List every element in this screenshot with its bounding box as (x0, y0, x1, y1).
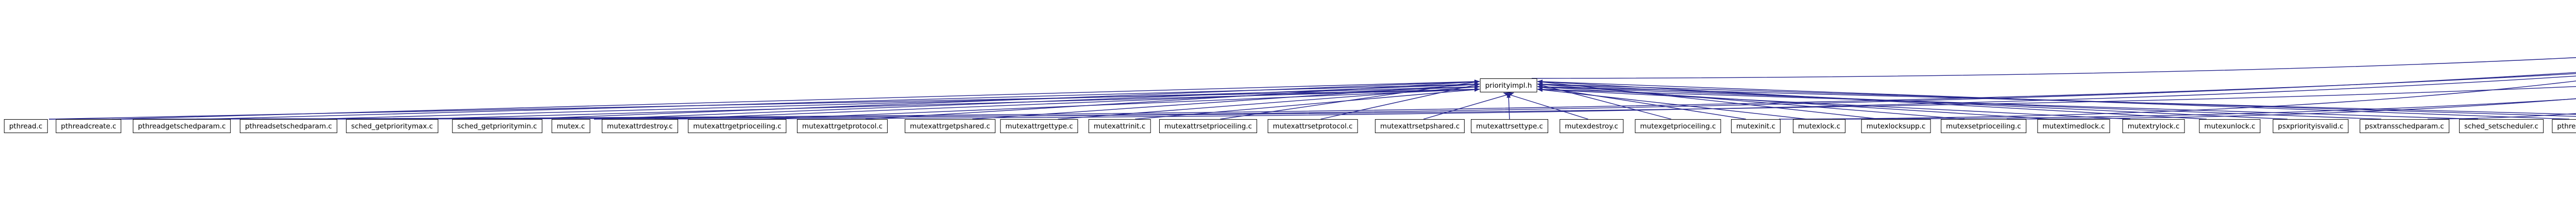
graph-node-mutexattrsetprioceiling_c[interactable]: mutexattrsetprioceiling.c (1159, 119, 1258, 133)
graph-edge-sched_setparam_c-to-priorityimpl_h (1537, 85, 2576, 115)
graph-node-pthreadsetschedparam_c[interactable]: pthreadsetschedparam.c (240, 119, 337, 133)
graph-node-sched_setscheduler_c[interactable]: sched_setscheduler.c (2459, 119, 2544, 133)
graph-node-mutexattrgetprotocol_c[interactable]: mutexattrgetprotocol.c (796, 119, 888, 133)
graph-edge-mutextrylock_c-to-priorityimpl_h (1537, 87, 2131, 120)
graph-edge-mutexattrsettype_c-to-priorityimpl_h (1506, 92, 1511, 120)
graph-node-pthreadgetschedparam_c[interactable]: pthreadgetschedparam.c (132, 119, 231, 133)
graph-node-sched_getprioritymin_c[interactable]: sched_getprioritymin.c (452, 119, 543, 133)
graph-edge-mutexattrgetpshared_c-to-priorityimpl_h (972, 82, 1480, 120)
graph-edge-sched_getprioritymin_c-to-priorityimpl_h (520, 79, 1480, 120)
graph-node-mutexgetprioceiling_c[interactable]: mutexgetprioceiling.c (1635, 119, 1721, 133)
graph-node-mutexinit_c[interactable]: mutexinit.c (1731, 119, 1781, 133)
graph-edge-mutexattrgettype_c-to-priorityimpl_h (1058, 85, 1480, 120)
graph-node-sched_getprioritymax_c[interactable]: sched_getprioritymax.c (346, 119, 438, 133)
graph-edge-mutexattrdestroy_c-to-priorityimpl_h (663, 85, 1480, 120)
graph-edge-mutexlock_c-to-types_h (1842, 98, 2576, 120)
graph-edge-priorityimpl_h-to-priority_h (1531, 57, 2576, 79)
graph-node-mutextimedlock_c[interactable]: mutextimedlock.c (2037, 119, 2110, 133)
graph-node-mutexdestroy_c[interactable]: mutexdestroy.c (1560, 119, 1623, 133)
graph-edge-mutexattrgetprotocol_c-to-priorityimpl_h (865, 79, 1480, 120)
graph-node-priorityimpl_h[interactable]: priorityimpl.h (1480, 78, 1537, 92)
graph-node-pthreadinitthreads_c[interactable]: pthreadinitthreads.c (2552, 119, 2576, 133)
graph-edge-mutexattrgetprioceiling_c-to-priorityimpl_h (760, 87, 1480, 120)
graph-node-mutexattrsetprotocol_c[interactable]: mutexattrsetprotocol.c (1267, 119, 1358, 133)
graph-node-mutextrylock_c[interactable]: mutextrylock.c (2122, 119, 2185, 133)
graph-node-mutexattrgetpshared_c[interactable]: mutexattrgetpshared.c (905, 119, 995, 133)
graph-edge-mutexattrsetpshared_c-to-priorityimpl_h (1423, 92, 1514, 120)
graph-edge-psxtransschedparam_c-to-types_h (2427, 113, 2576, 120)
graph-edge-mutex_c-to-priority_h (594, 75, 2576, 120)
graph-node-psxpriorityisvalid_c[interactable]: psxpriorityisvalid.c (2273, 119, 2349, 133)
graph-node-mutexattrgettype_c[interactable]: mutexattrgettype.c (1000, 119, 1078, 133)
graph-node-pthreadcreate_c[interactable]: pthreadcreate.c (56, 119, 122, 133)
graph-edge-sched_getprioritymax_c-to-priorityimpl_h (415, 87, 1480, 120)
graph-node-mutexunlock_c[interactable]: mutexunlock.c (2199, 119, 2261, 133)
graph-edge-mutexlocksupp_c-to-priorityimpl_h (1537, 80, 1880, 120)
graph-edge-pthreadsetschedparam_c-to-priorityimpl_h (311, 85, 1480, 120)
graph-node-mutexattrsettype_c[interactable]: mutexattrsettype.c (1471, 119, 1548, 133)
graph-edge-mutexattrinit_c-to-priorityimpl_h (1135, 87, 1480, 120)
graph-edge-mutexsetprioceiling_c-to-priority_h (2006, 98, 2576, 120)
graph-node-pthread_c[interactable]: pthread.c (4, 119, 48, 133)
graph-node-mutexattrinit_c[interactable]: mutexattrinit.c (1088, 119, 1151, 133)
graph-node-mutexattrgetprioceiling_c[interactable]: mutexattrgetprioceiling.c (688, 119, 787, 133)
graph-edge-mutexdestroy_c-to-priorityimpl_h (1503, 92, 1588, 120)
graph-edge-pthread_c-to-priority_h (48, 73, 2576, 120)
graph-edge-pthreadcreate_c-to-types_h (111, 86, 2576, 120)
graph-edge-mutexattrsetprioceiling_c-to-priorityimpl_h (1220, 80, 1480, 120)
graph-edge-pthreadcreate_c-to-priorityimpl_h (111, 79, 1480, 120)
graph-edge-pthreadsetschedparam_c-to-priority_h (311, 72, 2576, 120)
graph-node-mutexlock_c[interactable]: mutexlock.c (1792, 119, 1846, 133)
graph-edge-mutexinit_c-to-priorityimpl_h (1537, 85, 1746, 120)
graph-node-mutexattrsetpshared_c[interactable]: mutexattrsetpshared.c (1375, 119, 1465, 133)
graph-node-mutexsetprioceiling_c[interactable]: mutexsetprioceiling.c (1941, 119, 2026, 133)
graph-edge-mutex_c-to-priorityimpl_h (594, 82, 1480, 120)
graph-edge-mutexlock_c-to-priorityimpl_h (1537, 88, 1807, 120)
graph-edge-mutexinit_c-to-threadq_h (1778, 80, 2576, 120)
graph-node-psxtransschedparam_c[interactable]: psxtransschedparam.c (2360, 119, 2449, 133)
graph-node-mutexattrdestroy_c[interactable]: mutexattrdestroy.c (602, 119, 678, 133)
graph-edge-mutexsetprioceiling_c-to-priorityimpl_h (1537, 82, 1965, 120)
graph-node-mutex_c[interactable]: mutex.c (551, 119, 590, 133)
graph-edge-sched_setscheduler_c-to-priorityimpl_h (1537, 87, 2479, 120)
graph-node-mutexlocksupp_c[interactable]: mutexlocksupp.c (1861, 119, 1931, 133)
